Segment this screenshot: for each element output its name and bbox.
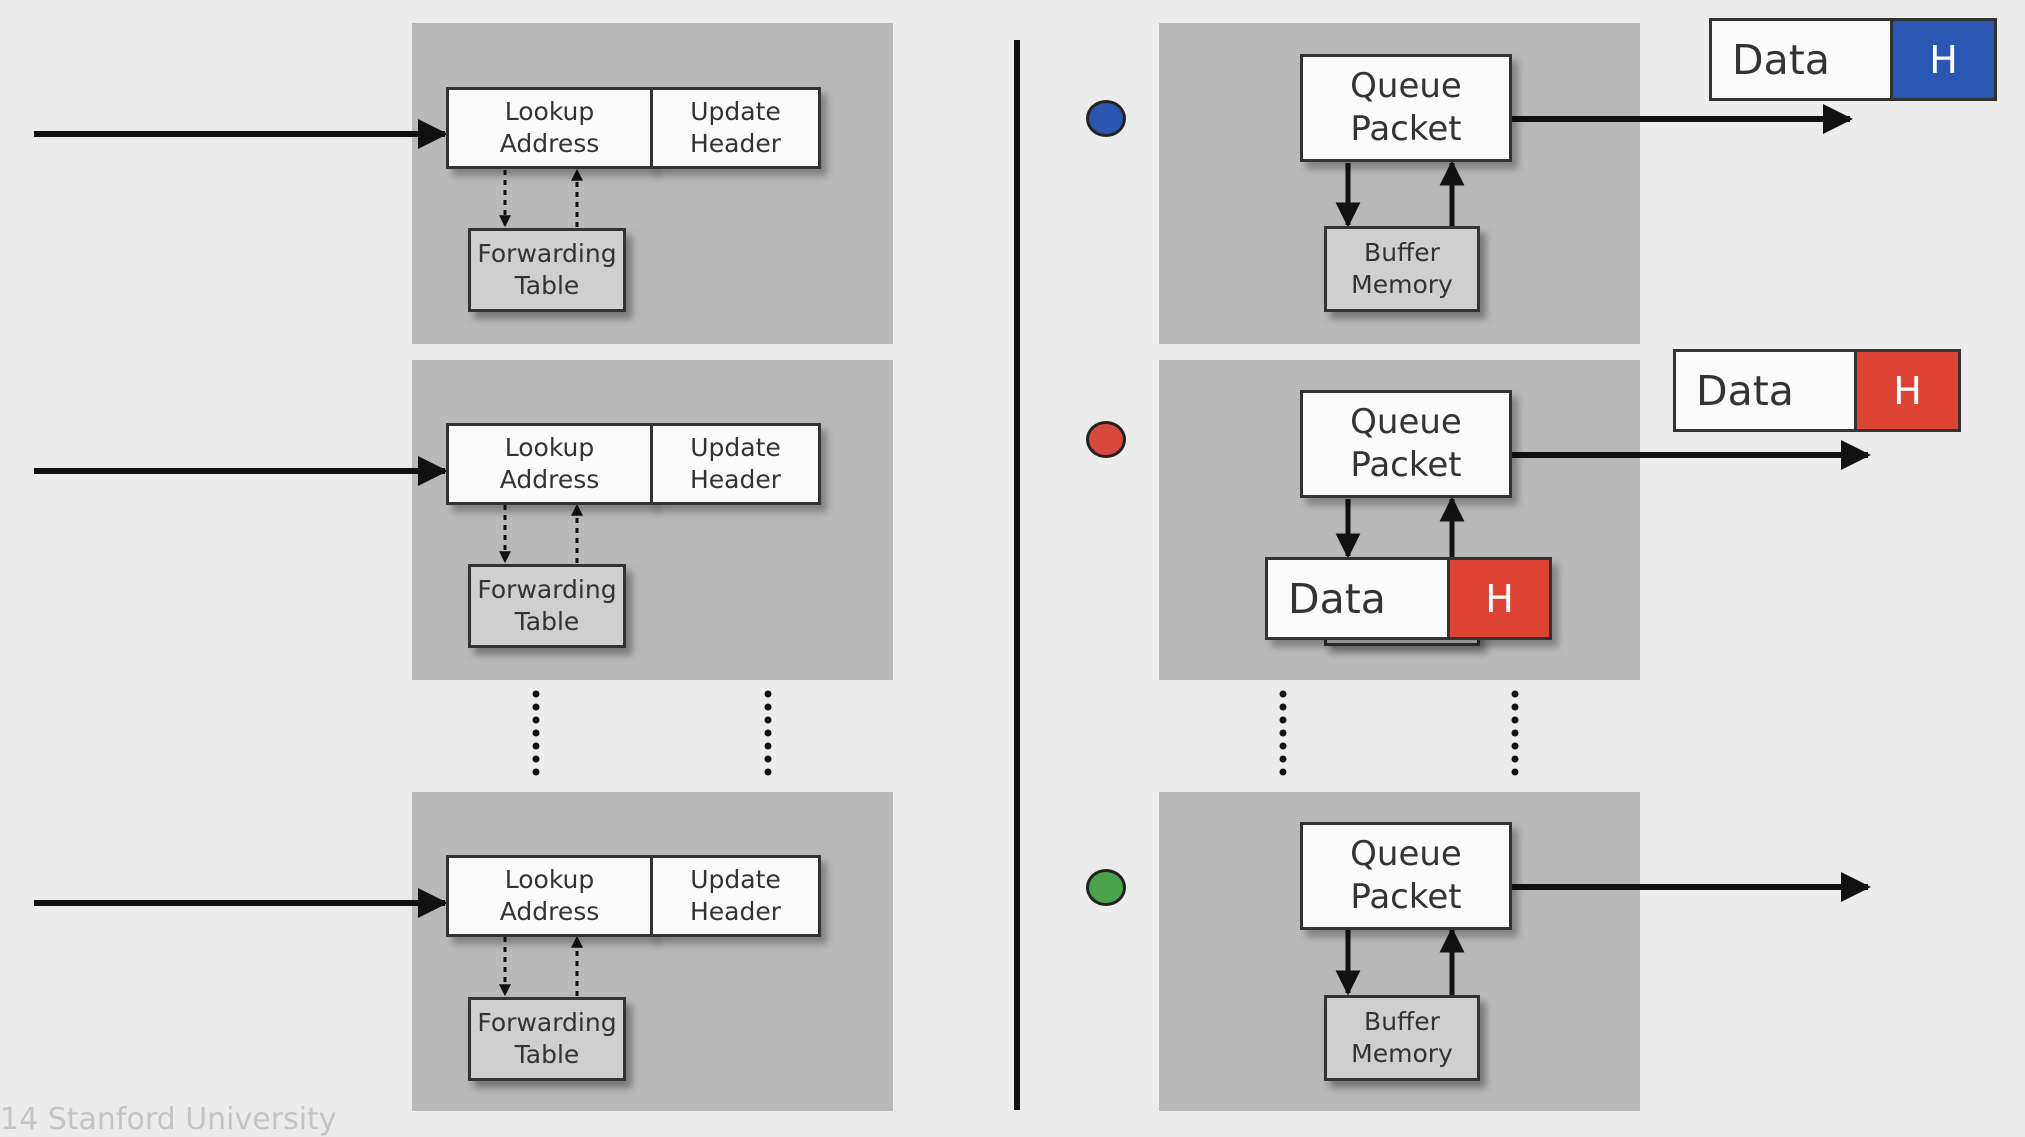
outgoing-packet-red-header: H: [1854, 349, 1961, 432]
forwarding-table-box-3: Forwarding Table: [468, 997, 626, 1081]
outgoing-packet-red-data: Data: [1673, 349, 1854, 432]
queue-packet-box-1: Queue Packet: [1300, 54, 1512, 162]
lookup-address-box-3: Lookup Address: [446, 855, 653, 937]
output-port-3-indicator: [1086, 869, 1126, 906]
update-header-box-3: Update Header: [650, 855, 821, 937]
queued-packet-header: H: [1447, 557, 1552, 640]
update-header-box-1: Update Header: [650, 87, 821, 169]
update-header-box-2: Update Header: [650, 423, 821, 505]
queue-packet-box-3: Queue Packet: [1300, 822, 1512, 930]
queued-packet: Data H: [1265, 557, 1552, 640]
forwarding-table-box-1: Forwarding Table: [468, 228, 626, 312]
lookup-address-box-1: Lookup Address: [446, 87, 653, 169]
outgoing-packet-red: Data H: [1673, 349, 1961, 432]
outgoing-packet-blue-data: Data: [1709, 18, 1890, 101]
outgoing-packet-blue-header: H: [1890, 18, 1997, 101]
buffer-memory-box-3: Buffer Memory: [1324, 995, 1480, 1081]
output-port-1-indicator: [1086, 100, 1126, 137]
outgoing-packet-blue: Data H: [1709, 18, 1997, 101]
queue-packet-box-2: Queue Packet: [1300, 390, 1512, 498]
output-port-2-indicator: [1086, 421, 1126, 458]
queued-packet-data: Data: [1265, 557, 1447, 640]
lookup-address-box-2: Lookup Address: [446, 423, 653, 505]
buffer-memory-box-1: Buffer Memory: [1324, 226, 1480, 312]
forwarding-table-box-2: Forwarding Table: [468, 564, 626, 648]
footer-text: 14 Stanford University: [0, 1102, 337, 1137]
